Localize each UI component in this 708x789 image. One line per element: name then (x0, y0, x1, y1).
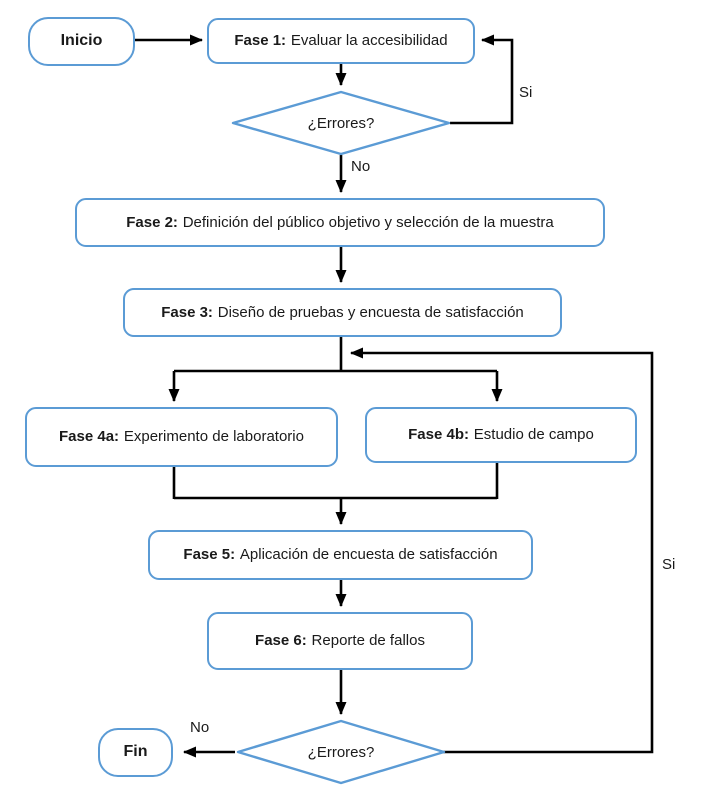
node-fase5-label: Fase 5:Aplicación de encuesta de satisfa… (183, 546, 498, 564)
node-fase4b: Fase 4b:Estudio de campo (365, 407, 637, 463)
node-fase4a-label: Fase 4a:Experimento de laboratorio (59, 428, 304, 446)
node-fase1: Fase 1:Evaluar la accesibilidad (207, 18, 475, 64)
decision-errores-1-label: ¿Errores? (307, 114, 375, 132)
node-fase2: Fase 2:Definición del público objetivo y… (75, 198, 605, 247)
node-fase2-label: Fase 2:Definición del público objetivo y… (126, 213, 554, 231)
node-fase4b-label: Fase 4b:Estudio de campo (408, 426, 594, 444)
edge-label-si-top: Si (517, 84, 535, 101)
node-inicio: Inicio (28, 17, 135, 66)
node-inicio-label: Inicio (60, 32, 103, 50)
decision-diamond-1-shape (231, 90, 451, 156)
node-fase6-label: Fase 6:Reporte de fallos (255, 632, 425, 650)
flow-edges (135, 34, 654, 758)
edge-label-no-bottom: No (188, 719, 212, 736)
edge-label-no-top: No (349, 158, 373, 175)
edge-decision1-si-loop (450, 34, 514, 125)
node-fase5: Fase 5:Aplicación de encuesta de satisfa… (148, 530, 533, 580)
decision-errores-2: ¿Errores? (266, 739, 416, 765)
edge-label-si-bottom: Si (660, 556, 678, 573)
node-fase3-label: Fase 3:Diseño de pruebas y encuesta de s… (161, 303, 524, 321)
decision-diamond-2-shape (236, 719, 446, 785)
decision-errores-1: ¿Errores? (266, 110, 416, 136)
node-fin: Fin (98, 728, 173, 777)
node-fase3: Fase 3:Diseño de pruebas y encuesta de s… (123, 288, 562, 337)
node-fase6: Fase 6:Reporte de fallos (207, 612, 473, 670)
node-fase4a: Fase 4a:Experimento de laboratorio (25, 407, 338, 467)
edge-decision2-si-loop (350, 347, 654, 754)
node-fin-label: Fin (123, 743, 148, 761)
decision-errores-2-label: ¿Errores? (307, 743, 375, 761)
node-fase1-label: Fase 1:Evaluar la accesibilidad (234, 32, 448, 50)
